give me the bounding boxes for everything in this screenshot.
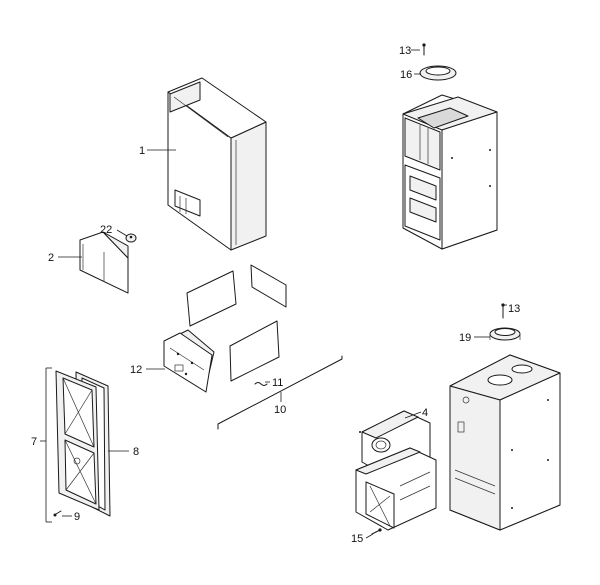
callout-22: 22 [100,224,112,236]
part-15-screw [371,528,382,535]
part-2-door-panel [79,231,129,294]
part-7-filter-frame [45,367,52,523]
part-12-control-panel [163,329,215,393]
callout-8: 8 [133,446,139,458]
leader-22 [116,229,128,237]
leader-4 [404,411,422,419]
leader-15 [365,533,374,539]
callout-15: 15 [351,533,363,545]
part-10-bracket-line [217,355,343,430]
callout-9: 9 [74,511,80,523]
filter-panel [55,370,100,511]
part-13-lower-screw [501,303,505,319]
part-16-flue-collar [419,65,457,81]
callout-1: 1 [139,145,145,157]
lower-cabinet [449,354,561,531]
part-1-wrapper-panel [167,77,267,251]
callout-11: 11 [272,377,283,389]
upper-cabinet [402,94,498,250]
insulation-panel-c [229,320,280,382]
part-22-knob [125,233,137,243]
part-13-top-screw [422,43,426,56]
callout-10: 10 [274,404,286,416]
part-9-screw [53,510,62,517]
callout-13a: 13 [399,45,411,57]
part-4-blower-assembly [355,410,437,531]
insulation-panel-b [250,264,287,308]
part-11-screw [254,382,268,386]
callout-13b: 13 [508,303,520,315]
callout-16: 16 [400,69,412,81]
insulation-panel-a [186,270,237,327]
callout-2: 2 [48,252,54,264]
part-19-vent-collar [489,327,521,341]
callout-4: 4 [422,407,428,419]
callout-19: 19 [459,332,471,344]
callout-7: 7 [31,436,37,448]
callout-12: 12 [130,364,142,376]
